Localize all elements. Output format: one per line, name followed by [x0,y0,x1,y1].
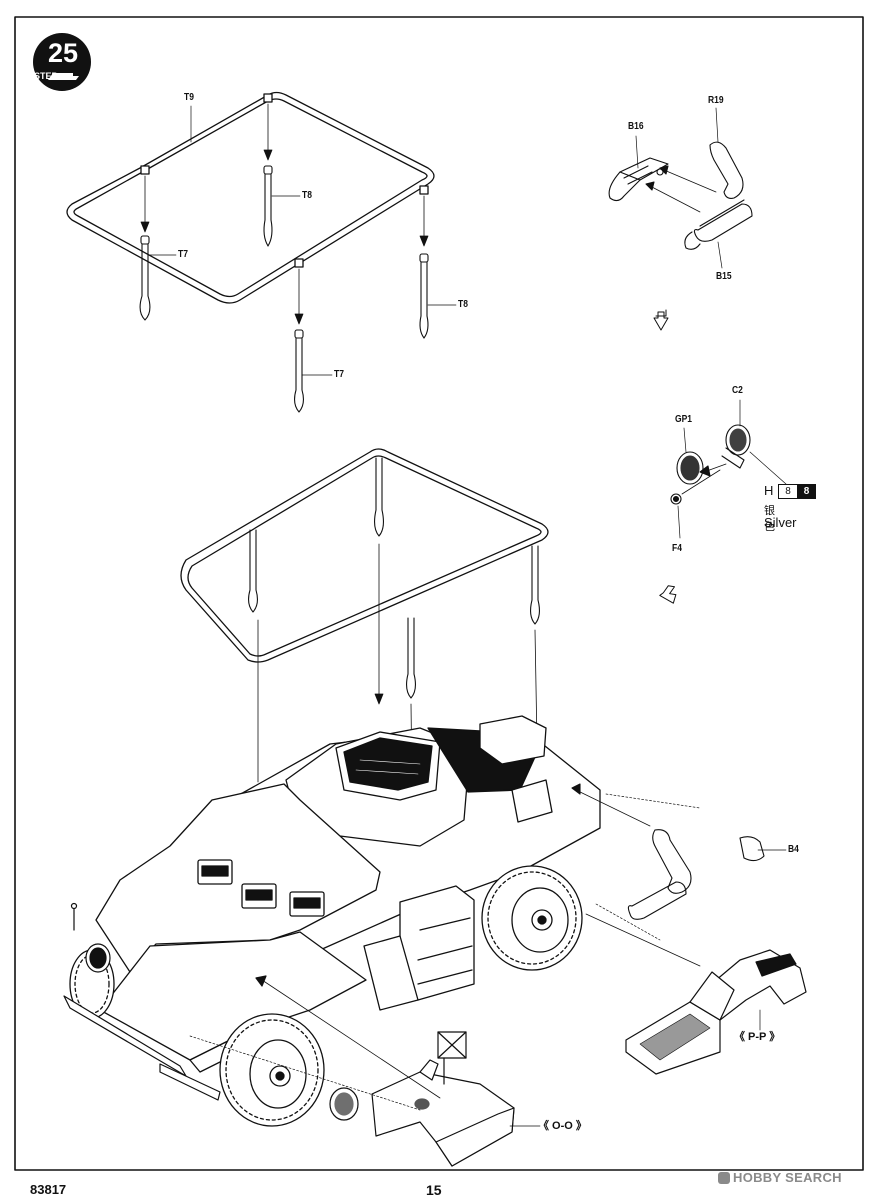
paint-prefix: H [764,483,774,498]
detail-label-oo: 《 O-O 》 [538,1120,587,1132]
headlight-sub-assembly [670,424,751,505]
upper-leaders [148,105,457,376]
front-bumper [63,902,221,1101]
flow-arrow-2 [659,585,677,604]
catalog-number: 83817 [30,1182,67,1197]
detail-oo [189,975,515,1167]
vehicle-hull [95,715,601,1073]
post-t7-upper [139,235,151,321]
wheel-rear-right [481,865,583,971]
lower-posts [247,457,541,699]
b4-assembly [571,783,765,920]
part-label-r19: R19 [708,95,724,106]
paint-code-filled: 8 [797,484,816,499]
wheels [69,865,583,1127]
page-number: 15 [426,1182,442,1198]
step-badge [33,33,91,91]
upper-posts [139,165,429,413]
upper-frame-t9 [66,91,435,304]
wheel-front-right [219,1013,325,1127]
upper-post-arrows [140,103,429,325]
watermark-logo-icon [718,1172,730,1184]
part-label-t7-lower: T7 [334,369,344,380]
part-label-t8-upper: T8 [302,190,312,201]
part-label-b16: B16 [628,121,644,132]
headlight-leaders [677,399,787,539]
post-t8-right [419,253,429,339]
page-frame [14,16,864,1171]
part-label-c2: C2 [732,385,743,396]
step-number: 25 [47,38,79,68]
post-t7-lower [293,329,305,413]
sub-assembly-b15 [608,141,753,250]
part-label-b15: B15 [716,271,732,282]
post-t8-upper [263,165,273,247]
part-label-gp1: GP1 [675,414,693,425]
detail-pp [585,903,807,1075]
part-label-t9: T9 [184,92,194,103]
paint-name-en: Silver [764,515,797,530]
step-word: STEP [34,71,58,81]
part-label-t8-right: T8 [458,299,468,310]
paint-code-outline: 8 [778,484,798,499]
detail-label-pp: 《 P-P 》 [734,1031,781,1043]
watermark: HOBBY SEARCH [718,1170,842,1185]
paint-name-cn: 银色 [764,505,775,533]
watermark-text: HOBBY SEARCH [733,1170,842,1185]
sub-leaders [635,107,723,269]
part-label-b4: B4 [788,844,799,855]
lower-frame [180,448,549,663]
part-label-f4: F4 [672,543,682,554]
part-label-t7-upper: T7 [178,249,188,260]
detail-leaders [509,1009,761,1127]
flow-arrow-1 [653,309,669,331]
vehicle-headlights [85,943,359,1121]
